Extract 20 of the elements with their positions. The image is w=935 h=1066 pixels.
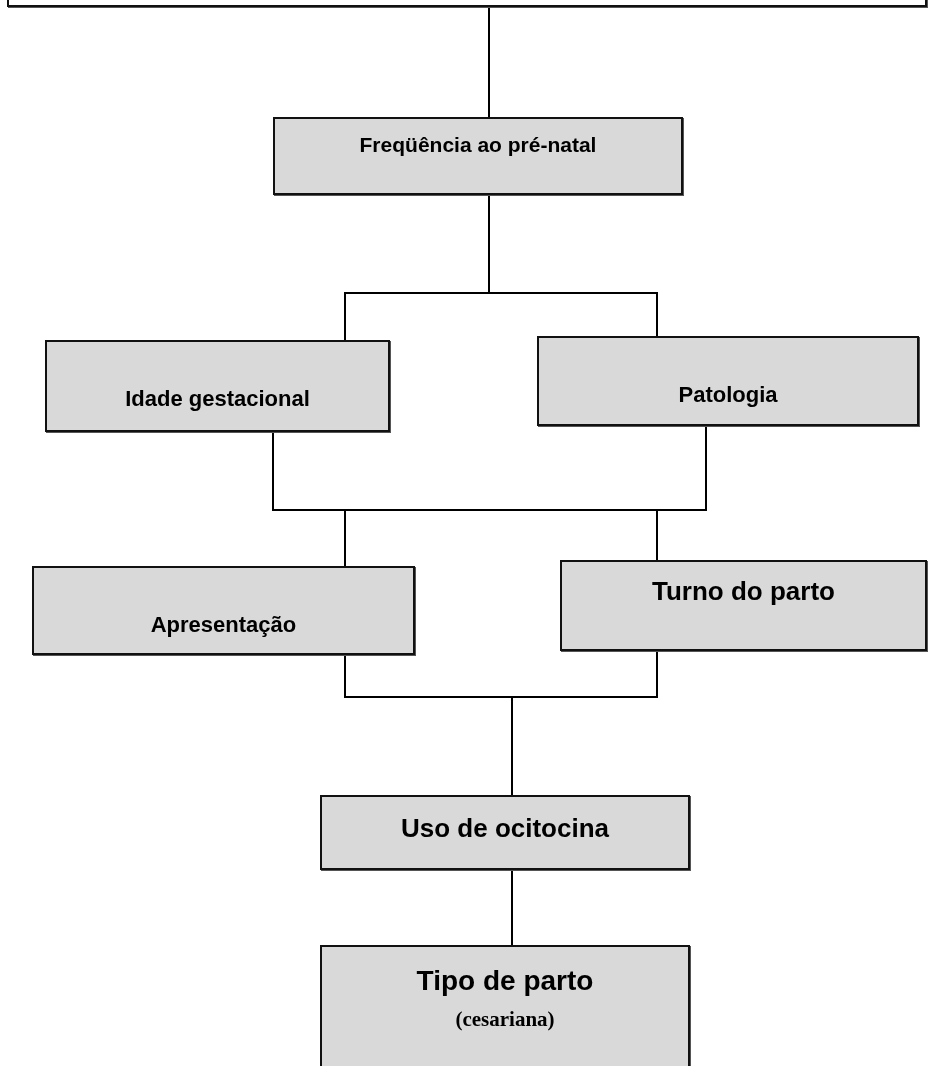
process-box [273, 117, 683, 195]
process-box [32, 566, 415, 655]
connector-line [511, 869, 513, 946]
process-box [560, 560, 927, 651]
connector-line [488, 6, 490, 118]
box-subtitle: (cesariana) [455, 1007, 555, 1032]
box-title: Patologia [678, 382, 778, 408]
connector-line [488, 194, 658, 337]
box-title: Turno do parto [652, 576, 835, 607]
process-box [320, 945, 690, 1066]
connector-line [656, 425, 707, 561]
box-title: Apresentação [150, 612, 297, 638]
connector-line [511, 650, 658, 796]
box-title: Uso de ocitocina [400, 813, 609, 844]
box-title: Freqüência ao pré-natal [359, 133, 597, 157]
process-box [45, 340, 390, 432]
box-title: Tipo de parto [416, 965, 594, 997]
box-title: Idade gestacional [125, 386, 310, 412]
process-box [537, 336, 919, 426]
process-box [320, 795, 690, 870]
